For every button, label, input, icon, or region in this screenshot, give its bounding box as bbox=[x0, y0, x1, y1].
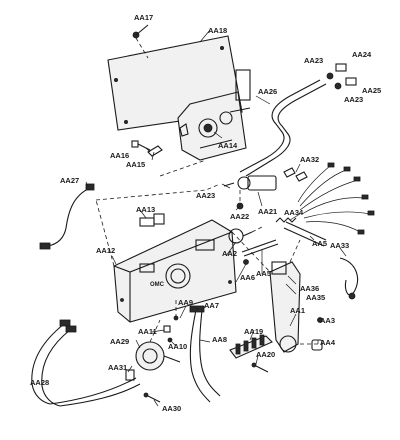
label-aa16: AA16 bbox=[110, 151, 129, 160]
trim-lead-aa27 bbox=[39, 183, 95, 250]
label-aa25: AA25 bbox=[362, 86, 381, 95]
label-aa10: AA10 bbox=[168, 342, 187, 351]
label-aa4: AA4 bbox=[320, 338, 336, 347]
washer-aa6 bbox=[243, 259, 249, 265]
label-aa31: AA31 bbox=[108, 363, 127, 372]
fitting-aa25 bbox=[345, 77, 357, 86]
shaft-aa2 bbox=[228, 228, 253, 244]
fastener-aa11 bbox=[163, 325, 171, 333]
screw-aa20 bbox=[251, 362, 269, 373]
nut-aa23 bbox=[326, 72, 342, 90]
label-aa35: AA35 bbox=[306, 293, 325, 302]
nut-aa4 bbox=[311, 339, 323, 351]
label-aa22: AA22 bbox=[230, 212, 249, 221]
assembly-guides bbox=[95, 37, 318, 345]
control-handle bbox=[269, 261, 301, 353]
screw-aa30 bbox=[143, 392, 161, 403]
label-aa30: AA30 bbox=[162, 404, 181, 413]
label-aa36: AA36 bbox=[300, 284, 319, 293]
label-aa3: AA3 bbox=[320, 316, 335, 325]
label-aa29: AA29 bbox=[110, 337, 129, 346]
lanyard-aa33 bbox=[339, 257, 358, 300]
harness-aa28 bbox=[31, 319, 141, 407]
control-housing bbox=[113, 219, 237, 323]
callout-leaders bbox=[85, 29, 347, 407]
label-aa27: AA27 bbox=[60, 176, 79, 185]
label-aa13: AA13 bbox=[136, 205, 155, 214]
label-aa14: AA14 bbox=[218, 141, 238, 150]
harness-aa8 bbox=[189, 305, 221, 403]
label-aa26: AA26 bbox=[258, 87, 277, 96]
sleeve-aa5 bbox=[283, 221, 327, 247]
label-aa1: AA1 bbox=[290, 306, 305, 315]
label-aa23-mid: AA23 bbox=[196, 191, 215, 200]
label-aa5-right: AA5 bbox=[312, 239, 327, 248]
label-aa5-mid: AA5 bbox=[256, 269, 271, 278]
label-aa2: AA2 bbox=[222, 249, 237, 258]
shaft-aa5 bbox=[241, 239, 279, 257]
spring-aa34 bbox=[275, 217, 297, 223]
label-aa19: AA19 bbox=[244, 327, 263, 336]
bolt-aa16 bbox=[131, 140, 151, 151]
cable-aa26 bbox=[239, 79, 327, 177]
label-aa23-top: AA23 bbox=[304, 56, 323, 65]
label-aa12: AA12 bbox=[96, 246, 115, 255]
terminal-block bbox=[229, 334, 273, 359]
label-aa7: AA7 bbox=[204, 301, 219, 310]
fitting-aa24 bbox=[335, 63, 347, 72]
label-aa8: AA8 bbox=[212, 335, 227, 344]
callout-labels: AA17 AA18 AA16 AA15 AA14 AA23 AA24 AA25 … bbox=[30, 13, 381, 413]
screw-aa17 bbox=[132, 24, 149, 39]
housing-brand-label: OMC bbox=[150, 282, 165, 288]
label-aa6: AA6 bbox=[240, 273, 255, 282]
label-aa34: AA34 bbox=[284, 208, 304, 217]
gear-bracket-assembly bbox=[177, 69, 251, 161]
label-aa18: AA18 bbox=[208, 26, 227, 35]
label-aa15: AA15 bbox=[126, 160, 145, 169]
clip-aa15 bbox=[147, 145, 163, 157]
key-set bbox=[283, 167, 308, 182]
label-aa28: AA28 bbox=[30, 378, 49, 387]
label-aa24: AA24 bbox=[352, 50, 372, 59]
label-aa9: AA9 bbox=[178, 298, 193, 307]
label-aa11: AA11 bbox=[138, 327, 157, 336]
label-aa33: AA33 bbox=[330, 241, 349, 250]
label-aa20: AA20 bbox=[256, 350, 275, 359]
label-aa32: AA32 bbox=[300, 155, 319, 164]
fastener-aa10 bbox=[167, 337, 173, 343]
ignition-switch bbox=[223, 175, 277, 210]
clip-aa31 bbox=[125, 369, 135, 381]
plate-aa13 bbox=[139, 213, 165, 227]
label-aa17: AA17 bbox=[134, 13, 153, 22]
label-aa21: AA21 bbox=[258, 207, 277, 216]
wiring-harness bbox=[297, 162, 375, 235]
label-aa23-right: AA23 bbox=[344, 95, 363, 104]
